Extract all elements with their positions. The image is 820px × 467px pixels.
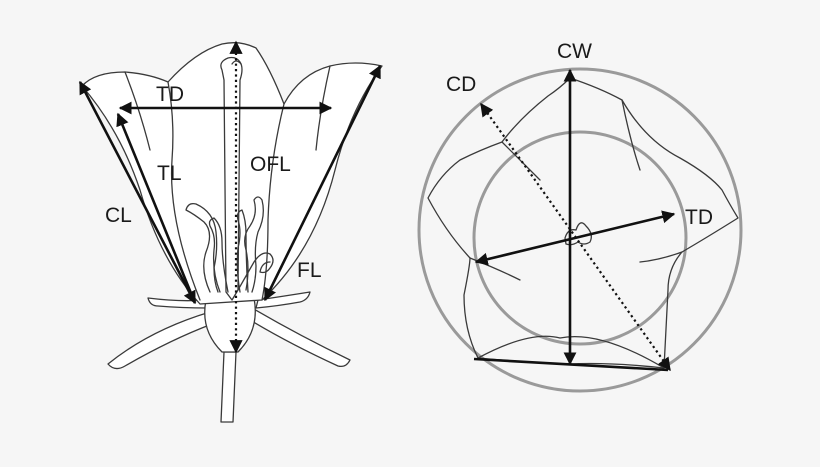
label-cw: CW [557,40,592,63]
label-fl: FL [297,259,322,282]
bottom-chord-line [473,357,669,372]
stamen-2 [208,217,229,293]
label-cd: CD [446,73,476,96]
calyx [204,297,256,353]
side-view-flower: TD TL OFL CL FL [78,40,383,423]
sepal-right [249,307,351,368]
td-measure-line-right [474,210,676,266]
label-td-right: TD [685,206,713,229]
sepal-left [107,311,213,370]
label-ofl: OFL [250,153,291,176]
stem [220,351,237,423]
label-cl: CL [105,204,132,227]
front-view-flower: CW CD TD [417,40,743,393]
label-tl: TL [157,162,182,185]
front-crease-2 [621,99,641,171]
tl-measure-line [116,112,197,304]
label-td-left: TD [156,83,184,106]
fl-measure-line [263,64,382,302]
corolla-diameter-circle [417,67,743,393]
cl-measure-line [78,80,197,305]
stamen-3 [244,196,264,293]
